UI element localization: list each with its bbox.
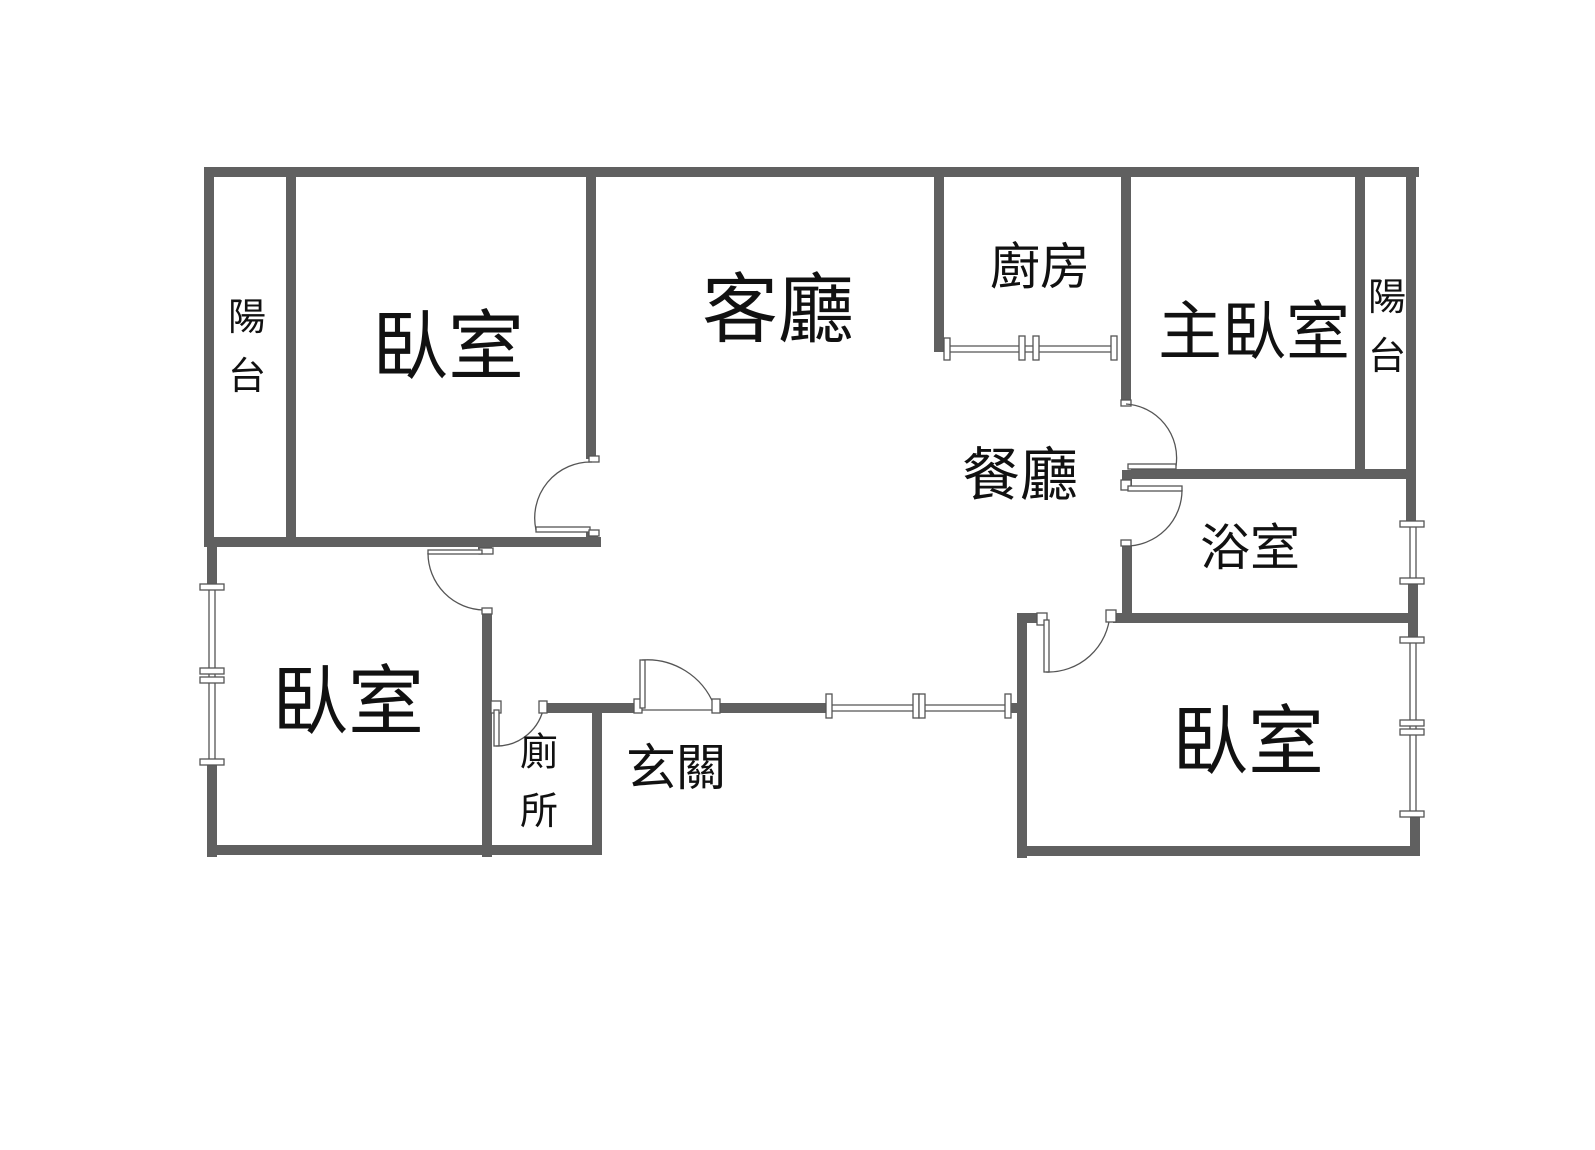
door-toilet xyxy=(490,700,548,747)
windows xyxy=(199,335,1425,818)
label-bedroom-top-left: 臥室 xyxy=(372,302,524,391)
label-balcony-right: 陽台 xyxy=(1368,275,1406,378)
wall-kitchen-master xyxy=(1121,177,1131,403)
window-bath-right xyxy=(1399,520,1425,585)
wall-balcony-right xyxy=(1355,177,1365,472)
wall-top xyxy=(204,167,1419,177)
wall-kitchen-left xyxy=(934,177,944,352)
door-bedroom-lower-left xyxy=(427,547,494,615)
door-entrance xyxy=(633,659,721,714)
label-entrance: 玄關 xyxy=(626,739,726,797)
window-entrance xyxy=(825,693,1021,719)
label-bedroom-lower-left: 臥室 xyxy=(272,657,424,746)
wall-master-bath xyxy=(1131,469,1416,479)
label-balcony-left: 陽台 xyxy=(228,295,266,398)
room-labels: 陽台 臥室 客廳 廚房 主臥室 陽台 餐廳 浴室 臥室 廁所 玄關 臥室 xyxy=(228,238,1406,833)
wall-right-upper xyxy=(1406,167,1416,525)
door-bedroom-lower-right xyxy=(1036,609,1117,673)
wall-balcony-left xyxy=(286,177,296,542)
door-bedroom-top-left xyxy=(534,455,600,537)
wall-br-bedroom-top-stub xyxy=(1017,613,1043,623)
wall-bath-left xyxy=(1122,545,1132,615)
door-master-bedroom xyxy=(1120,399,1178,470)
label-master-bedroom: 主臥室 xyxy=(1158,296,1350,370)
label-kitchen: 廚房 xyxy=(990,238,1090,296)
wall-toilet-top xyxy=(544,703,638,713)
window-kitchen xyxy=(943,335,1118,361)
label-bedroom-lower-right: 臥室 xyxy=(1172,697,1324,786)
wall-entrance-mid xyxy=(716,703,830,713)
door-bathroom xyxy=(1120,479,1183,547)
wall-bottom-right xyxy=(1017,846,1420,856)
wall-lower-bedroom-right xyxy=(482,614,492,857)
wall-toilet-right xyxy=(592,705,602,855)
wall-br-bedroom-left xyxy=(1017,613,1027,858)
wall-right-mid xyxy=(1408,580,1418,640)
label-living-room: 客廳 xyxy=(702,265,854,354)
wall-bath-bottom xyxy=(1113,613,1418,623)
window-bedroom-right xyxy=(1399,636,1425,818)
wall-bedroom-living xyxy=(586,177,596,459)
label-toilet: 廁所 xyxy=(520,730,558,833)
wall-left-upper xyxy=(204,167,214,547)
label-dining-room: 餐廳 xyxy=(962,441,1078,509)
wall-lower-bedroom-top xyxy=(478,545,492,549)
wall-bottom-left xyxy=(207,845,602,855)
wall-dining-stub xyxy=(1122,470,1132,488)
label-bathroom: 浴室 xyxy=(1200,519,1300,577)
wall-right-lower-stub xyxy=(1410,812,1420,856)
wall-mid-left xyxy=(204,537,601,547)
window-left-lower xyxy=(199,583,225,766)
doors xyxy=(427,399,1183,747)
